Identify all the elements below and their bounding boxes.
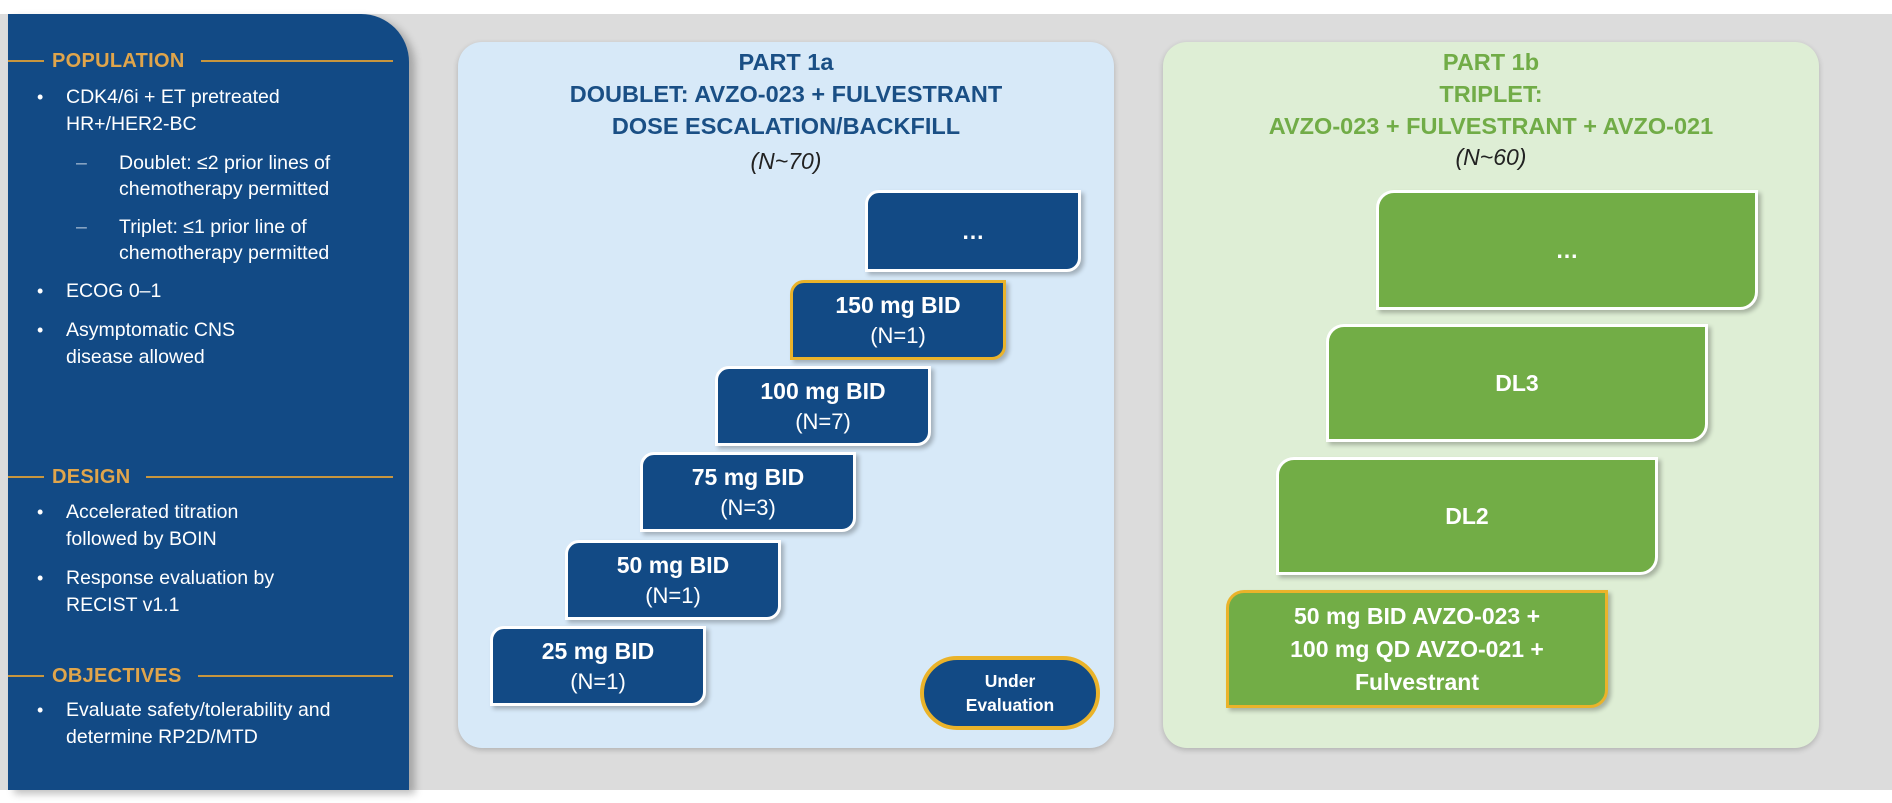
divider-line <box>8 476 44 478</box>
dose-level-line: Fulvestrant <box>1355 668 1479 695</box>
population-title: POPULATION <box>52 49 185 72</box>
population-list: CDK4/6i + ET pretreated HR+/HER2-BC Doub… <box>8 84 403 383</box>
design-title: DESIGN <box>52 465 131 488</box>
design-list: Accelerated titration followed by BOIN R… <box>8 499 403 631</box>
dose-level-line: 50 mg BID AVZO-023 + <box>1293 602 1541 629</box>
dose-level-line: 100 mg QD AVZO-021 + <box>1290 635 1544 662</box>
dose-n: (N=1) <box>645 583 701 608</box>
part1a-title-line: DOUBLET: AVZO-023 + FULVESTRANT <box>569 81 1003 107</box>
divider-line <box>200 60 393 62</box>
objectives-item: Evaluate safety/tolerability and determi… <box>8 697 346 751</box>
dose-label: 50 mg BID <box>616 552 730 578</box>
legend-line: Under <box>984 671 1036 691</box>
dose-level-dl3: DL3 <box>1326 324 1708 442</box>
design-item: Accelerated titration followed by BOIN <box>8 499 286 553</box>
design-header: DESIGN <box>8 460 393 494</box>
divider-line <box>8 675 44 677</box>
population-subitem: Doublet: ≤2 prior lines of chemotherapy … <box>8 150 364 202</box>
objectives-list: Evaluate safety/tolerability and determi… <box>8 697 403 763</box>
part1a-sample-size: (N~70) <box>750 148 822 174</box>
population-subitem: Triplet: ≤1 prior line of chemotherapy p… <box>8 214 364 266</box>
dose-label: … <box>961 218 985 244</box>
criteria-sidebar: POPULATION CDK4/6i + ET pretreated HR+/H… <box>8 14 409 790</box>
dose-level-label: DL3 <box>1495 369 1539 396</box>
dose-level-label: … <box>1555 236 1579 263</box>
dose-label: 75 mg BID <box>691 464 805 490</box>
dose-level-ellipsis: … <box>1376 190 1758 310</box>
dose-box-25mg: 25 mg BID (N=1) <box>490 626 706 706</box>
dose-box-150mg: 150 mg BID (N=1) <box>790 280 1006 360</box>
part1b-title-line: TRIPLET: <box>1439 81 1543 107</box>
dose-n: (N=1) <box>870 323 926 348</box>
dose-n: (N=1) <box>570 669 626 694</box>
legend-line: Evaluation <box>965 695 1055 715</box>
part1b-sample-size: (N~60) <box>1455 144 1527 170</box>
objectives-title: OBJECTIVES <box>52 664 182 687</box>
dose-n: (N=7) <box>795 409 851 434</box>
dose-box-75mg: 75 mg BID (N=3) <box>640 452 856 532</box>
dose-n: (N=3) <box>720 495 776 520</box>
under-evaluation-legend: Under Evaluation <box>920 656 1100 730</box>
objectives-header: OBJECTIVES <box>8 659 393 693</box>
dose-level-dl2: DL2 <box>1276 457 1658 575</box>
population-item: ECOG 0–1 <box>8 278 403 305</box>
dose-level-label: DL2 <box>1445 502 1489 529</box>
dose-box-ellipsis: … <box>865 190 1081 272</box>
design-item: Response evaluation by RECIST v1.1 <box>8 565 286 619</box>
divider-line <box>146 476 393 478</box>
dose-label: 150 mg BID <box>835 292 961 318</box>
dose-box-100mg: 100 mg BID (N=7) <box>715 366 931 446</box>
divider-line <box>197 675 393 677</box>
dose-label: 25 mg BID <box>541 638 655 664</box>
dose-level-dl1: 50 mg BID AVZO-023 + 100 mg QD AVZO-021 … <box>1226 590 1608 708</box>
dose-label: 100 mg BID <box>760 378 886 404</box>
population-header: POPULATION <box>8 44 393 78</box>
part1b-title-line: PART 1b <box>1442 49 1540 75</box>
population-item: CDK4/6i + ET pretreated HR+/HER2-BC <box>8 84 346 138</box>
part1a-title-line: DOSE ESCALATION/BACKFILL <box>611 113 961 139</box>
dose-box-50mg: 50 mg BID (N=1) <box>565 540 781 620</box>
population-item: Asymptomatic CNS disease allowed <box>8 317 286 371</box>
part1a-title-line: PART 1a <box>738 49 834 75</box>
part1b-title-line: AVZO-023 + FULVESTRANT + AVZO-021 <box>1268 113 1714 139</box>
divider-line <box>8 60 44 62</box>
